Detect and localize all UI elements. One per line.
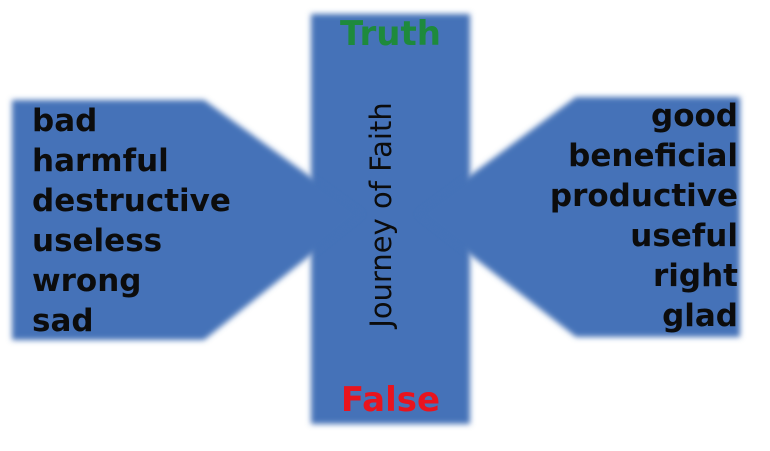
right-arrow-shape <box>418 97 740 337</box>
positive-word-list: good beneficial productive useful right … <box>550 96 738 336</box>
list-item: useful <box>630 218 738 254</box>
list-item: bad <box>32 103 98 139</box>
list-item: good <box>651 98 738 134</box>
list-item: glad <box>662 298 738 334</box>
list-item: wrong <box>32 263 142 299</box>
list-item: productive <box>549 178 738 214</box>
list-item: harmful <box>32 143 169 179</box>
list-item: right <box>653 258 738 294</box>
list-item: sad <box>32 303 94 339</box>
list-item: useless <box>32 223 163 259</box>
journey-title: Journey of Faith <box>364 102 398 328</box>
truth-label: Truth <box>340 14 441 54</box>
left-arrow-shape <box>12 100 362 340</box>
false-label: False <box>340 380 441 420</box>
list-item: destructive <box>32 183 231 219</box>
list-item: beneficial <box>568 138 738 174</box>
negative-word-list: bad harmful destructive useless wrong sa… <box>32 101 231 341</box>
